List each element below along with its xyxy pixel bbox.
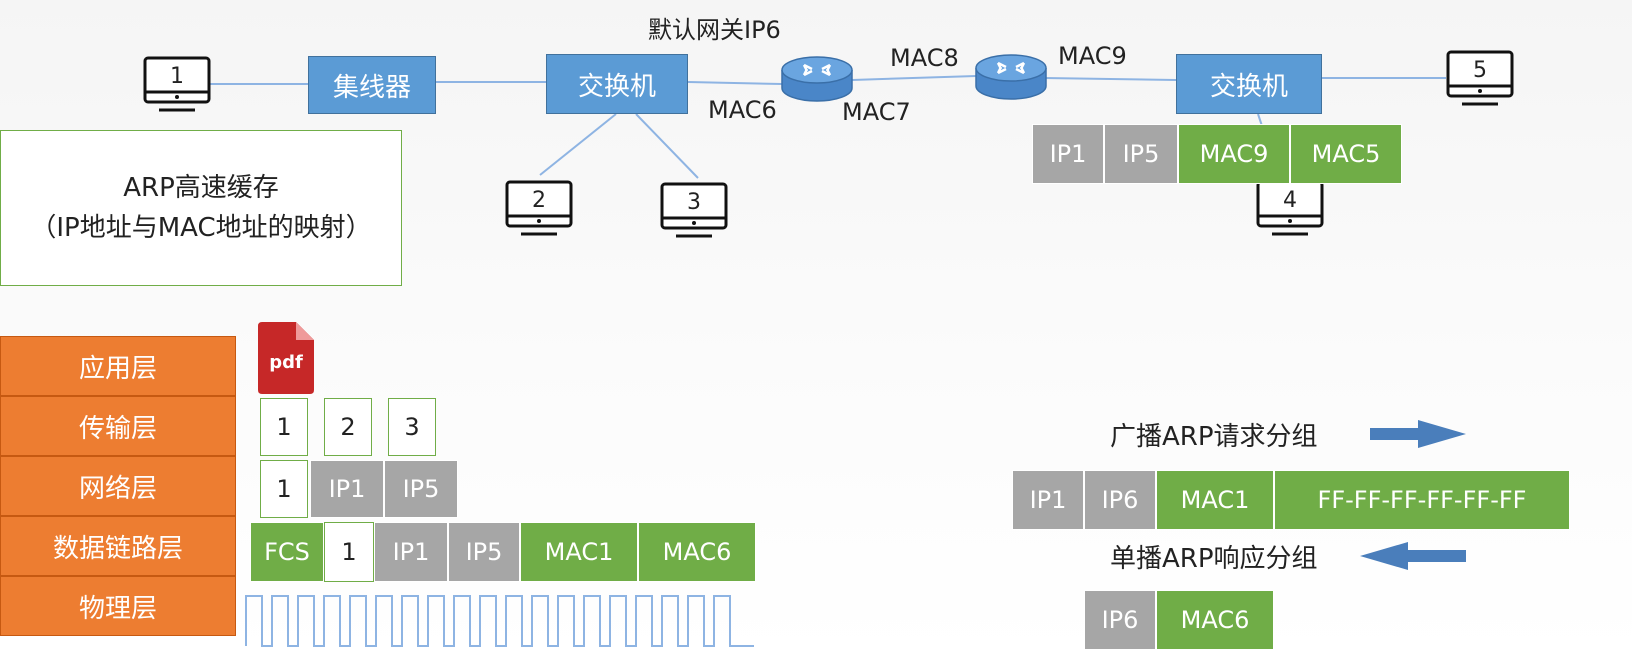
router-icon	[781, 56, 853, 102]
frame-cell: FCS	[250, 522, 324, 582]
packet-cell: IP5	[384, 460, 458, 518]
frame-cell: IP1	[374, 522, 448, 582]
layer-network: 网络层	[0, 456, 236, 516]
mac9-label: MAC9	[1058, 42, 1127, 70]
cache-cell: MAC5	[1290, 124, 1402, 184]
layer-datalink: 数据链路层	[0, 516, 236, 576]
gateway-label: 默认网关IP6	[648, 16, 781, 44]
cache-cell: IP1	[1032, 124, 1104, 184]
mac6-label: MAC6	[708, 96, 777, 124]
arp-request-field: IP1	[1012, 470, 1084, 530]
pdf-icon-label: pdf	[269, 352, 303, 373]
link-router2-switch	[1043, 77, 1177, 81]
layer-transport: 传输层	[0, 396, 236, 456]
pdf-file-icon: pdf	[258, 322, 314, 394]
computer-icon	[660, 182, 728, 238]
arp-request-field: FF-FF-FF-FF-FF-FF	[1274, 470, 1570, 530]
arp-reply-field: IP6	[1084, 590, 1156, 650]
arp-request-field: IP6	[1084, 470, 1156, 530]
arp-cache-subtitle: （IP地址与MAC地址的映射）	[30, 213, 372, 243]
signal-wave	[245, 595, 754, 647]
arp-cache-box: ARP高速缓存 （IP地址与MAC地址的映射）	[0, 130, 402, 286]
host-number: 3	[687, 190, 701, 215]
computer-icon	[143, 56, 211, 112]
frame-cell: IP5	[448, 522, 520, 582]
layer-application: 应用层	[0, 336, 236, 396]
computer-icon	[505, 180, 573, 236]
arp-request-field: MAC1	[1156, 470, 1274, 530]
segment-cell: 2	[324, 398, 372, 456]
host-number: 4	[1283, 188, 1297, 213]
segment-cell: 1	[260, 398, 308, 456]
hub-box: 集线器	[308, 56, 436, 114]
link-router1-router2	[851, 75, 977, 81]
link-switch-router1	[687, 81, 783, 85]
arp-reply-field: MAC6	[1156, 590, 1274, 650]
host-number: 5	[1473, 58, 1487, 83]
host-number: 1	[170, 64, 184, 89]
layer-physical: 物理层	[0, 576, 236, 636]
arp-request-title: 广播ARP请求分组	[1110, 422, 1318, 452]
arp-cache-title: ARP高速缓存	[123, 173, 279, 203]
arp-reply-title: 单播ARP响应分组	[1110, 544, 1318, 574]
router-icon	[975, 54, 1047, 100]
switch-box-left: 交换机	[546, 54, 688, 114]
packet-cell: 1	[260, 460, 308, 518]
computer-icon	[1446, 50, 1514, 106]
link-switch-host3	[635, 113, 699, 179]
switch-box-right: 交换机	[1176, 54, 1322, 114]
mac7-label: MAC7	[842, 98, 911, 126]
mac8-label: MAC8	[890, 44, 959, 72]
packet-cell: IP1	[310, 460, 384, 518]
arrow-left-icon	[1360, 542, 1466, 570]
arrow-right-icon	[1370, 420, 1466, 448]
link-switch-host2	[539, 113, 617, 176]
cache-cell: MAC9	[1178, 124, 1290, 184]
host-number: 2	[532, 188, 546, 213]
segment-cell: 3	[388, 398, 436, 456]
frame-cell: 1	[324, 522, 374, 582]
frame-cell: MAC6	[638, 522, 756, 582]
frame-cell: MAC1	[520, 522, 638, 582]
cache-cell: IP5	[1104, 124, 1178, 184]
